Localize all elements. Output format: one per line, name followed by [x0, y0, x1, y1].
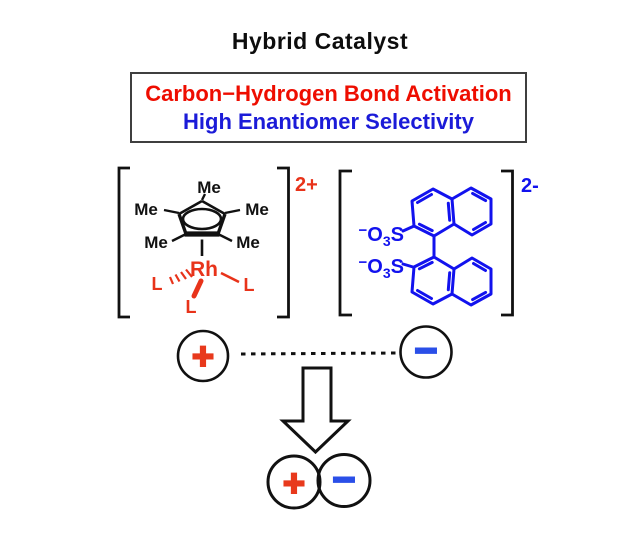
cation-brackets	[117, 166, 290, 319]
methyl-label-lower-left: Me	[144, 233, 168, 252]
page-title: Hybrid Catalyst	[231, 28, 409, 54]
cp-star-ring	[163, 193, 241, 256]
ligand-label-bottom: L	[186, 297, 197, 317]
banner-line-ch-activation: Carbon−Hydrogen Bond Activation	[145, 81, 512, 107]
methyl-bonds	[163, 193, 241, 243]
sulfonate-bottom-minus: −	[359, 254, 368, 271]
bold-wedge-bond	[191, 278, 204, 299]
sulfonate-label-bottom: −O3S	[359, 254, 404, 281]
sulfonate-top-sulfur: S	[391, 224, 404, 246]
ligand-label-right: L	[244, 275, 255, 295]
sulfonate-top-oxygen: O	[367, 224, 383, 246]
ligand-bonds	[168, 268, 240, 299]
methyl-label-lower-right: Me	[236, 233, 260, 252]
anion-charge-label: 2-	[521, 175, 539, 197]
cation-charge-label: 2+	[295, 174, 318, 196]
combined-cation-circle	[266, 454, 322, 510]
sulfonate-bond-top	[401, 225, 415, 233]
methyl-label-upper-right: Me	[245, 200, 269, 219]
combined-plus-symbol: +	[283, 463, 305, 505]
down-arrow	[279, 366, 352, 455]
methyl-label-upper-left: Me	[134, 200, 158, 219]
electrostatic-dotted-line	[240, 351, 399, 356]
banner-line-selectivity: High Enantiomer Selectivity	[183, 108, 474, 134]
cation-plus-symbol: +	[192, 336, 214, 378]
sulfonate-label-top: −O3S	[359, 222, 404, 249]
combined-anion-circle	[316, 453, 372, 508]
binaphthyl-top-unit	[401, 186, 493, 238]
sulfonate-bottom-sulfur: S	[391, 256, 404, 278]
aromatic-inner-bonds-bottom	[416, 260, 488, 302]
methyl-label-top: Me	[197, 178, 221, 197]
sulfonate-top-minus: −	[359, 222, 368, 239]
ligand-label-left: L	[152, 274, 163, 294]
binaphthyl-bottom-unit	[401, 255, 493, 307]
combined-ion-pair: + −	[266, 453, 372, 510]
sulfonate-top-count: 3	[383, 233, 391, 249]
anion-circle	[399, 325, 453, 379]
sulfonate-bottom-oxygen: O	[367, 256, 383, 278]
feature-banner: Carbon−Hydrogen Bond Activation High Ena…	[130, 72, 527, 143]
sulfonate-bottom-count: 3	[383, 265, 391, 281]
anion-minus-symbol: −	[414, 329, 437, 373]
sulfonate-bond-bottom	[401, 262, 415, 269]
combined-minus-symbol: −	[332, 458, 355, 502]
hashed-wedge-bond	[168, 268, 193, 285]
separated-ion-pair: + −	[176, 325, 453, 383]
aromatic-inner-bonds-top	[416, 191, 488, 233]
plain-bond	[220, 271, 240, 284]
cation-circle	[176, 329, 230, 383]
anion-brackets	[338, 169, 514, 317]
rhodium-label: Rh	[190, 258, 218, 281]
